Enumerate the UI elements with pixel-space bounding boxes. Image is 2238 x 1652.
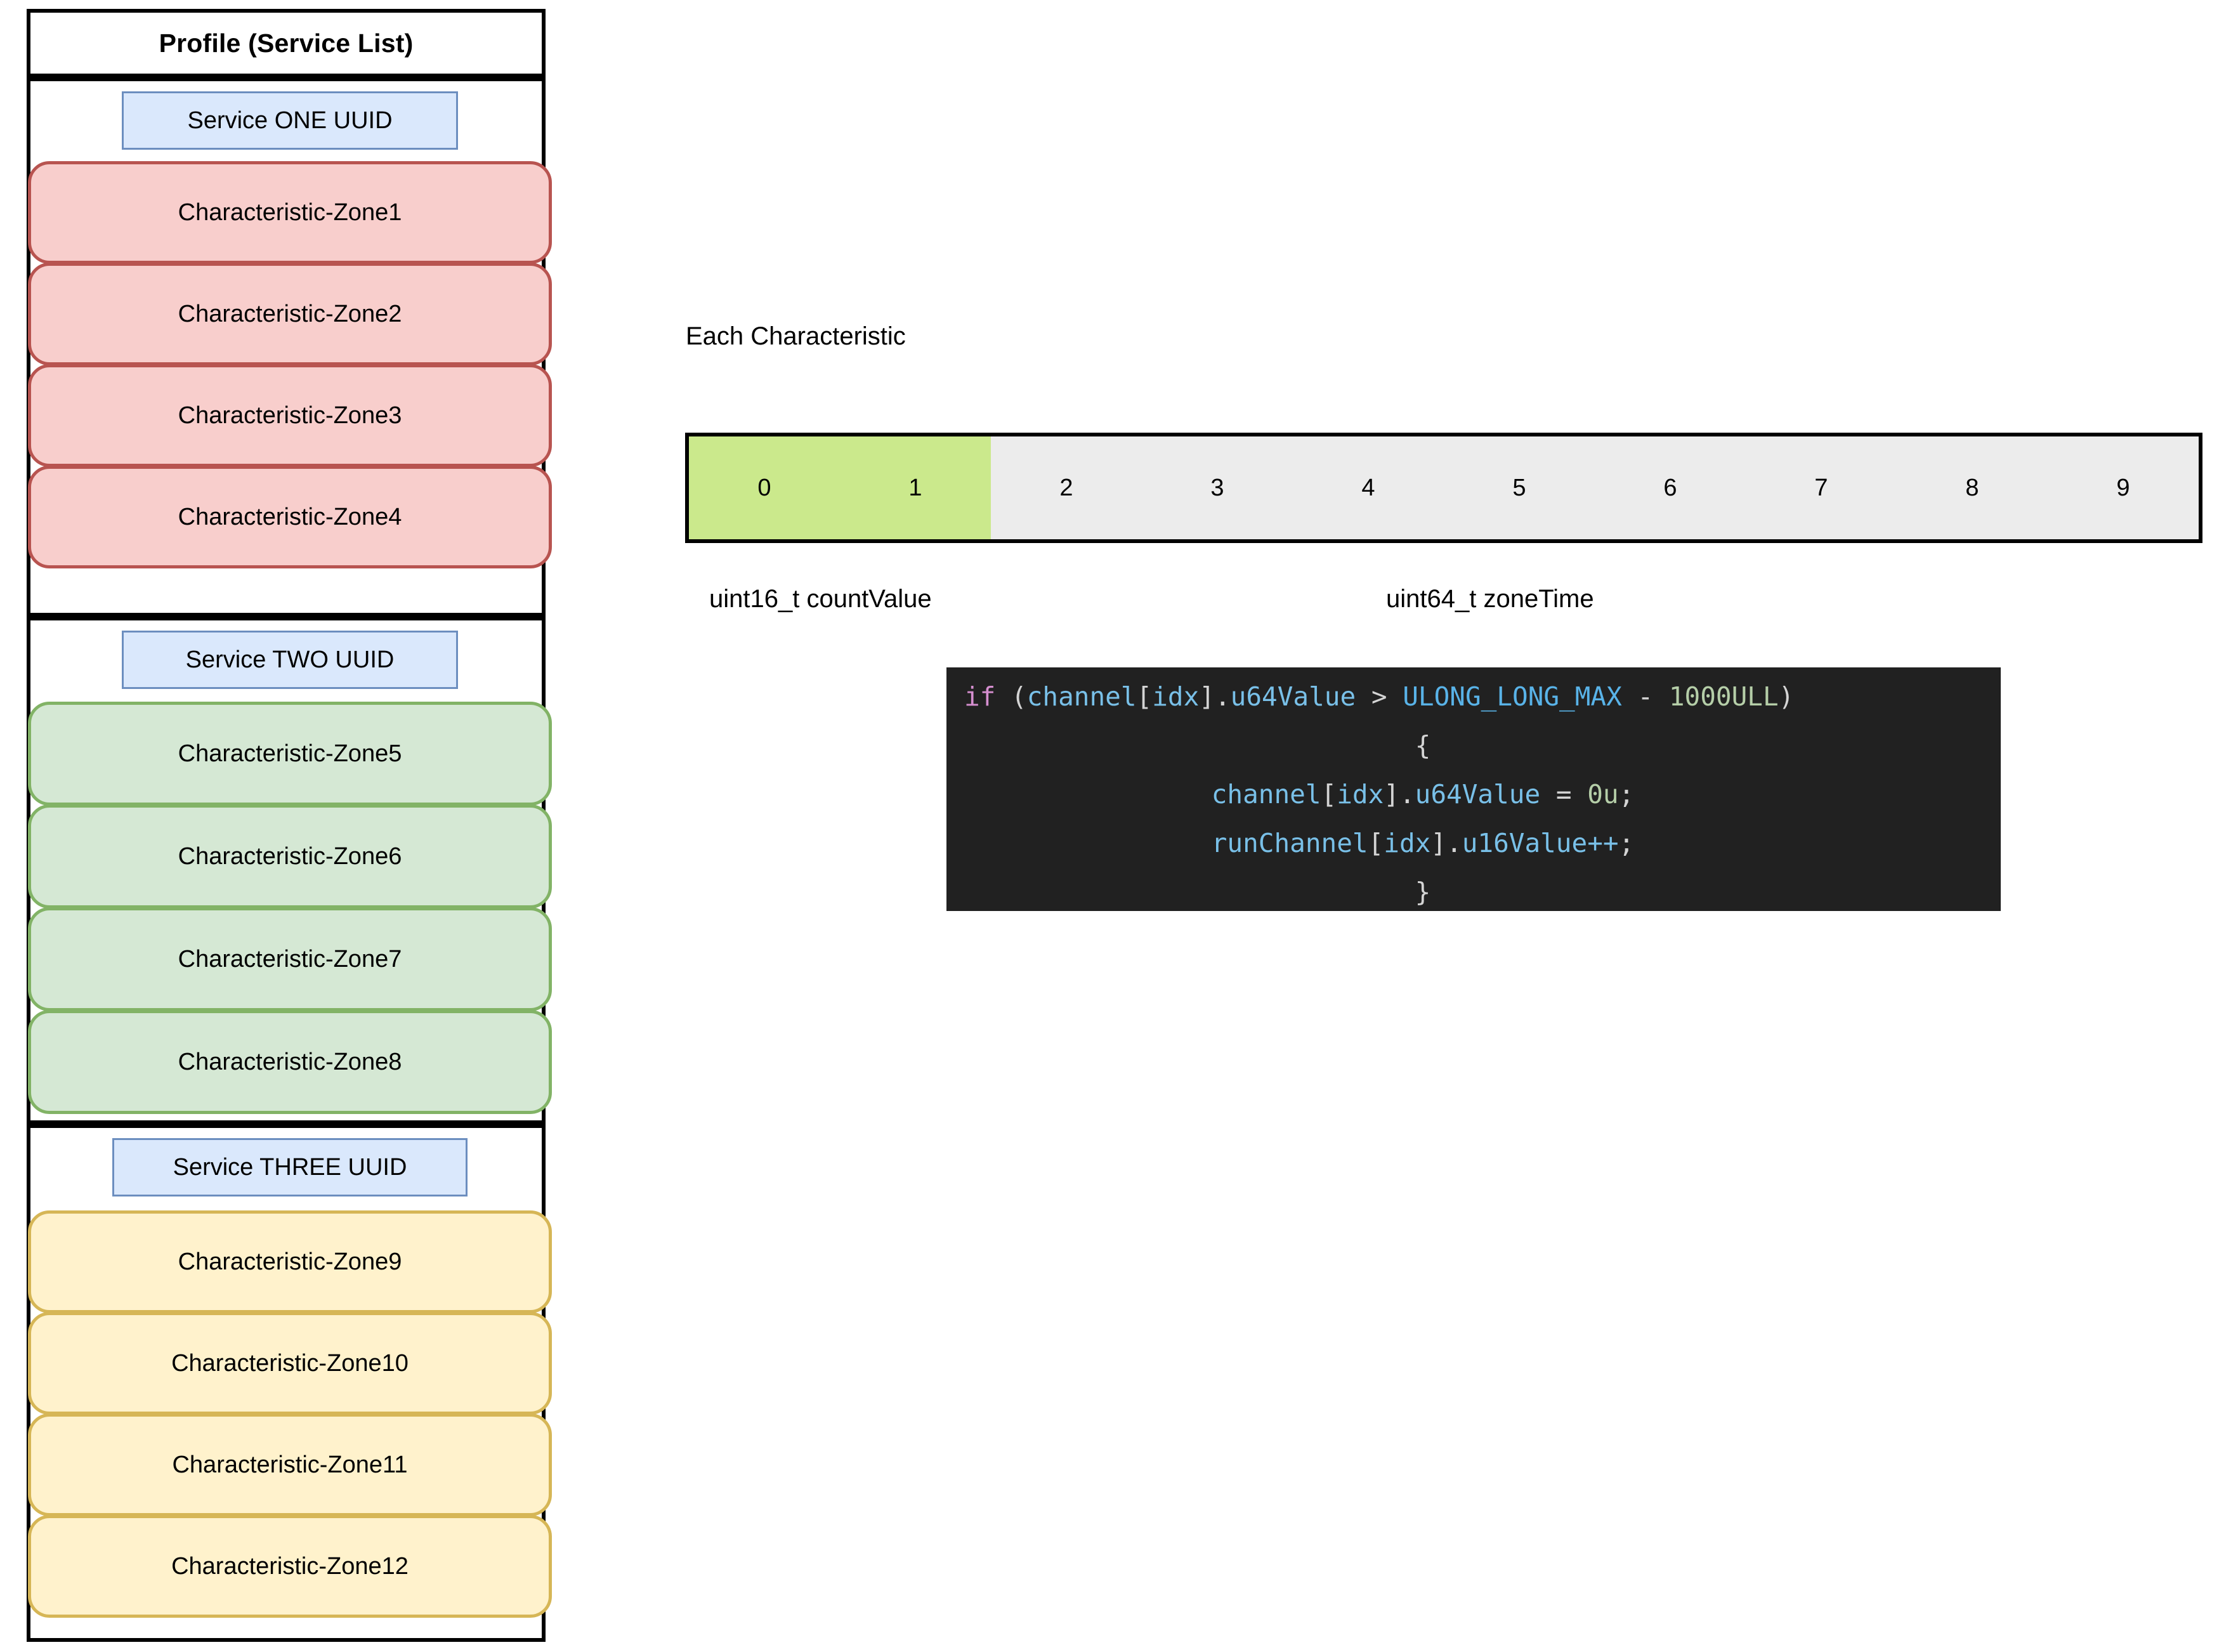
characteristic-label: Characteristic-Zone11 [172,1451,408,1478]
byte-index-label: 7 [1814,474,1828,501]
byte-index-label: 3 [1210,474,1224,501]
each-characteristic-heading: Each Characteristic [686,322,906,350]
characteristic-label: Characteristic-Zone3 [178,402,402,429]
byte-index-label: 4 [1361,474,1375,501]
code-token: idx [1337,779,1384,810]
byte-index-label: 2 [1059,474,1073,501]
characteristic-label: Characteristic-Zone10 [171,1349,409,1377]
code-line: if (channel[idx].u64Value > ULONG_LONG_M… [946,672,2001,721]
characteristic-box[interactable]: Characteristic-Zone4 [28,466,552,568]
characteristic-box[interactable]: Characteristic-Zone3 [28,364,552,467]
code-line: { [946,721,2001,770]
characteristic-label: Characteristic-Zone12 [171,1552,409,1580]
code-token: ULONG_LONG_MAX [1403,681,1622,712]
characteristic-label: Characteristic-Zone9 [178,1248,402,1275]
page-title: Profile (Service List) [159,28,414,58]
characteristic-label: Characteristic-Zone1 [178,199,402,226]
service-uuid-label: Service THREE UUID [173,1153,407,1181]
code-token: if [964,681,996,712]
code-token: > [1356,681,1403,712]
code-snippet-block: if (channel[idx].u64Value > ULONG_LONG_M… [946,667,2001,911]
code-token: 0u [1587,779,1619,810]
code-token: u64Value [1230,681,1356,712]
byte-index-label: 0 [757,474,771,501]
service-uuid-box[interactable]: Service THREE UUID [112,1138,468,1196]
characteristic-box[interactable]: Characteristic-Zone6 [28,804,552,908]
code-token: ] [1430,828,1447,858]
code-token: } [1415,877,1431,907]
code-token: ( [995,681,1027,712]
code-token: ) [1778,681,1795,712]
byte-index-label: 5 [1512,474,1526,501]
byte-index-label: 9 [2116,474,2130,501]
code-token: . [1446,828,1462,858]
code-token: runChannel [1211,828,1368,858]
characteristic-box[interactable]: Characteristic-Zone7 [28,907,552,1011]
characteristic-label: Characteristic-Zone2 [178,300,402,327]
code-token: ; [1618,828,1635,858]
characteristic-label: Characteristic-Zone7 [178,945,402,973]
code-token: = [1540,779,1588,810]
code-token: ; [1618,779,1635,810]
code-line: } [946,868,2001,917]
characteristic-box[interactable]: Characteristic-Zone9 [28,1210,552,1313]
byte-cell: 4 [1293,436,1444,539]
profile-service-list-panel: Profile (Service List) Service ONE UUID C… [27,9,552,1642]
field-label-count-value: uint16_t countValue [709,585,932,613]
byte-cell: 6 [1595,436,1746,539]
profile-title-bar: Profile (Service List) [27,9,546,77]
characteristic-box[interactable]: Characteristic-Zone12 [28,1515,552,1618]
characteristic-label: Characteristic-Zone8 [178,1048,402,1075]
code-token: ++ [1587,828,1619,858]
characteristic-box[interactable]: Characteristic-Zone10 [28,1312,552,1415]
code-token: ] [1199,681,1215,712]
byte-cell: 9 [2048,436,2199,539]
code-token: 1000ULL [1668,681,1779,712]
byte-cell: 0 [689,436,840,539]
service-uuid-box[interactable]: Service TWO UUID [122,631,458,689]
code-token: idx [1152,681,1200,712]
characteristic-box[interactable]: Characteristic-Zone8 [28,1010,552,1114]
code-token: channel [1026,681,1137,712]
code-token: . [1214,681,1231,712]
service-uuid-label: Service TWO UUID [185,646,395,673]
code-line: channel[idx].u64Value = 0u; [946,770,2001,819]
byte-cell: 2 [991,436,1142,539]
code-token: - [1621,681,1669,712]
characteristic-byte-layout-strip: 0 1 2 3 4 5 6 7 8 9 [685,433,2202,543]
code-token: ] [1384,779,1399,810]
code-token: channel [1211,779,1321,810]
code-token: [ [1136,681,1153,712]
byte-cell: 8 [1897,436,2048,539]
code-token: . [1399,779,1415,810]
code-token: [ [1321,779,1337,810]
byte-cell: 5 [1444,436,1595,539]
byte-index-label: 6 [1663,474,1677,501]
byte-cell: 7 [1746,436,1897,539]
characteristic-label: Characteristic-Zone4 [178,503,402,530]
characteristic-label: Characteristic-Zone5 [178,740,402,767]
code-line: runChannel[idx].u16Value++; [946,819,2001,868]
field-label-zone-time: uint64_t zoneTime [1386,585,1594,613]
code-token: u64Value [1415,779,1541,810]
characteristic-label: Characteristic-Zone6 [178,842,402,870]
byte-index-label: 8 [1965,474,1979,501]
code-token: idx [1384,828,1431,858]
service-uuid-box[interactable]: Service ONE UUID [122,91,458,150]
characteristic-box[interactable]: Characteristic-Zone1 [28,161,552,264]
byte-cell: 3 [1142,436,1293,539]
byte-cell: 1 [840,436,991,539]
code-token: { [1415,730,1431,761]
code-token: u16Value [1462,828,1588,858]
code-token: [ [1368,828,1384,858]
characteristic-box[interactable]: Characteristic-Zone11 [28,1413,552,1516]
characteristic-box[interactable]: Characteristic-Zone5 [28,702,552,806]
characteristic-box[interactable]: Characteristic-Zone2 [28,263,552,365]
byte-index-label: 1 [908,474,922,501]
service-uuid-label: Service ONE UUID [187,107,393,134]
